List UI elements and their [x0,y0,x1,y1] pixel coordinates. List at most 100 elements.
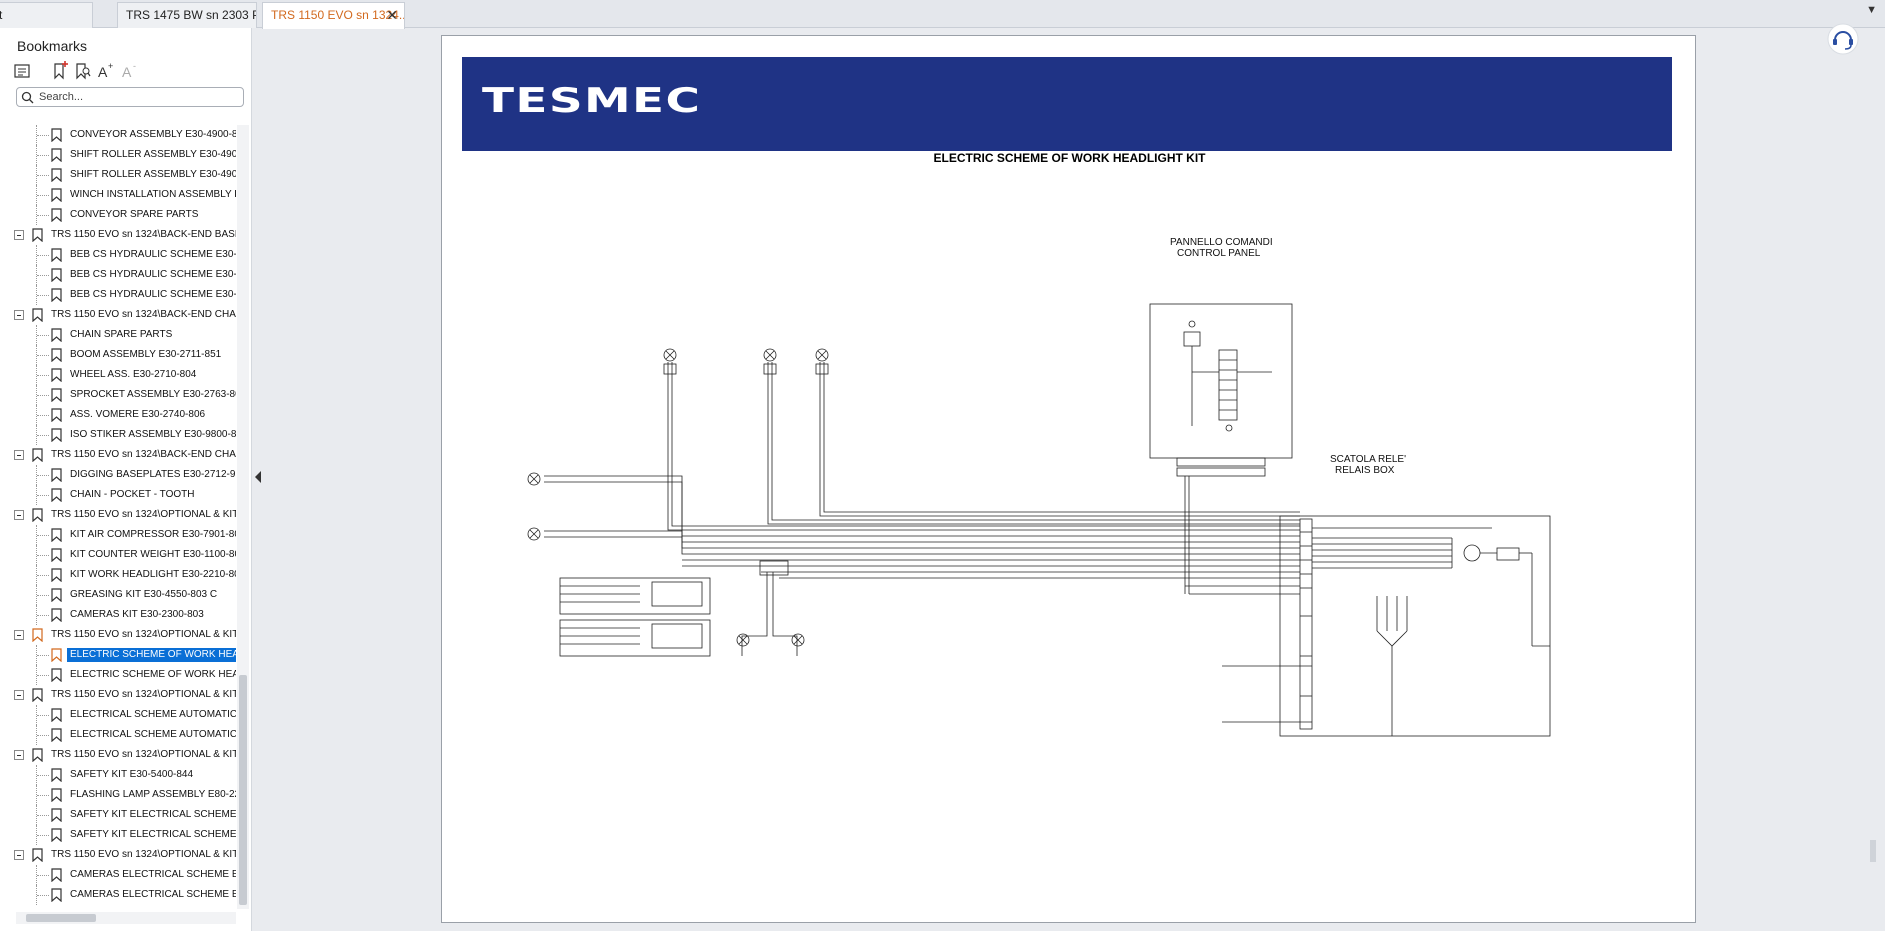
bookmark-icon [51,168,62,185]
lamp [663,348,677,375]
bookmark-item[interactable]: WINCH INSTALLATION ASSEMBLY E30-2 [0,185,236,205]
bookmark-item[interactable]: CONVEYOR SPARE PARTS [0,205,236,225]
tree-guide [36,765,37,785]
bookmark-label: WHEEL ASS. E30-2710-804 [70,369,197,380]
tab-trs-1475[interactable]: TRS 1475 BW sn 2303 Pa... [117,2,257,28]
increase-font-icon[interactable]: A+ [96,61,118,83]
scroll-thumb[interactable] [26,914,96,922]
bookmark-item[interactable]: CHAIN SPARE PARTS [0,325,236,345]
bookmark-group[interactable]: TRS 1150 EVO sn 1324\OPTIONAL & KITS\GRE [0,685,236,705]
bookmark-group[interactable]: TRS 1150 EVO sn 1324\OPTIONAL & KITS\SAF… [0,745,236,765]
bookmark-item[interactable]: DIGGING BASEPLATES E30-2712-939 [0,465,236,485]
bookmark-icon [51,428,62,445]
tab-trs-1150-active[interactable]: TRS 1150 EVO sn 1324... ✕ [262,2,405,29]
tree-horizontal-scrollbar[interactable] [16,912,236,924]
page-scroll-indicator[interactable] [1870,840,1876,862]
add-bookmark-icon[interactable] [50,61,72,83]
collapse-toggle-icon[interactable] [14,630,24,640]
bookmark-label: CONVEYOR SPARE PARTS [70,209,199,220]
bookmark-label: TRS 1150 EVO sn 1324\OPTIONAL & KITS\KIT… [51,629,236,640]
bookmark-label: FLASHING LAMP ASSEMBLY E80-2210-80 [70,789,236,800]
bookmark-label: SAFETY KIT ELECTRICAL SCHEME E30-220 [70,809,236,820]
chevron-down-icon[interactable]: ▼ [1866,4,1877,16]
bookmark-item[interactable]: CONVEYOR ASSEMBLY E30-4900-800 [0,125,236,145]
collapse-toggle-icon[interactable] [14,450,24,460]
bookmark-label: TRS 1150 EVO sn 1324\BACK-END BASIC CHA [51,229,236,240]
bookmark-item[interactable]: SAFETY KIT E30-5400-844 [0,765,236,785]
headset-assistant-icon[interactable] [1826,22,1860,56]
collapse-toggle-icon[interactable] [14,230,24,240]
find-bookmark-icon[interactable] [72,61,94,83]
bookmark-item[interactable]: ELECTRIC SCHEME OF WORK HEADLIGHT [0,645,236,665]
tree-guide [36,185,37,205]
collapse-toggle-icon[interactable] [14,510,24,520]
bookmark-item[interactable]: ELECTRIC SCHEME OF WORK HEADLIGHT [0,665,236,685]
bookmark-group[interactable]: TRS 1150 EVO sn 1324\OPTIONAL & KITS\CAN [0,845,236,865]
bookmark-search[interactable] [16,87,244,107]
close-tab-icon[interactable]: ✕ [386,7,398,23]
lamp [736,633,750,647]
collapse-toggle-icon[interactable] [14,690,24,700]
bookmark-item[interactable]: ASS. VOMERE E30-2740-806 [0,405,236,425]
collapse-panel-icon[interactable] [254,470,262,484]
collapse-toggle-icon[interactable] [14,750,24,760]
bookmark-item[interactable]: ELECTRICAL SCHEME AUTOMATIC GREAS [0,705,236,725]
bookmark-group[interactable]: TRS 1150 EVO sn 1324\BACK-END BASIC CHA [0,225,236,245]
bookmark-item[interactable]: SAFETY KIT ELECTRICAL SCHEME E30-220 [0,825,236,845]
bookmark-item[interactable]: ISO STIKER ASSEMBLY E30-9800-815 [0,425,236,445]
bookmark-icon [51,468,62,485]
bookmark-group[interactable]: TRS 1150 EVO sn 1324\BACK-END CHAINSAW [0,445,236,465]
bookmark-label: CAMERAS ELECTRICAL SCHEME E30-220 [70,889,236,900]
tab-label: TRS 1150 EVO sn 1324... [271,8,405,22]
bookmark-item[interactable]: KIT WORK HEADLIGHT E30-2210-804 [0,565,236,585]
tree-guide [36,705,37,725]
bookmark-item[interactable]: SAFETY KIT ELECTRICAL SCHEME E30-220 [0,805,236,825]
tree-guide [37,135,49,136]
bookmark-item[interactable]: GREASING KIT E30-4550-803 C [0,585,236,605]
bookmark-item[interactable]: BEB CS HYDRAULIC SCHEME E30-7000-8 [0,245,236,265]
collapse-toggle-icon[interactable] [14,850,24,860]
bookmark-group[interactable]: TRS 1150 EVO sn 1324\BACK-END CHAINSAW [0,305,236,325]
bookmark-item[interactable]: BEB CS HYDRAULIC SCHEME E30-7000-8 [0,265,236,285]
bookmark-item[interactable]: CHAIN - POCKET - TOOTH [0,485,236,505]
bookmark-icon [51,188,62,205]
bookmark-icon [32,448,43,465]
bookmark-group[interactable]: TRS 1150 EVO sn 1324\OPTIONAL & KITS\KIT… [0,625,236,645]
bookmark-item[interactable]: CAMERAS ELECTRICAL SCHEME E30-220 [0,885,236,905]
bookmark-item[interactable]: SPROCKET ASSEMBLY E30-2763-807 [0,385,236,405]
collapse-toggle-icon[interactable] [14,310,24,320]
bookmark-item[interactable]: BOOM ASSEMBLY E30-2711-851 [0,345,236,365]
tab-label: t [0,8,2,22]
bookmark-icon [51,548,62,565]
lamp [527,472,541,486]
bookmark-item[interactable]: KIT COUNTER WEIGHT E30-1100-800 [0,545,236,565]
relay-box-label-en: RELAIS BOX [1335,465,1395,476]
scroll-thumb[interactable] [239,675,247,905]
bookmark-icon [51,288,62,305]
bookmark-icon [51,148,62,165]
bookmark-item[interactable]: CAMERAS ELECTRICAL SCHEME E30-220 [0,865,236,885]
bookmark-item[interactable]: CAMERAS KIT E30-2300-803 [0,605,236,625]
tab-previous-document[interactable]: t [0,2,93,28]
svg-text:A: A [122,64,132,80]
bookmark-icon [51,388,62,405]
decrease-font-icon[interactable]: A- [120,61,142,83]
bookmark-item[interactable]: SHIFT ROLLER ASSEMBLY E30-4902-800 2 [0,165,236,185]
bookmark-item[interactable]: KIT AIR COMPRESSOR E30-7901-809 [0,525,236,545]
tree-guide [37,875,49,876]
bookmark-item[interactable]: ELECTRICAL SCHEME AUTOMATIC GREAS [0,725,236,745]
tab-strip: t TRS 1475 BW sn 2303 Pa... TRS 1150 EVO… [0,0,1885,29]
bookmark-list-icon[interactable] [12,61,34,83]
search-input[interactable] [39,89,239,105]
control-panel-box [1149,303,1293,459]
bookmark-item[interactable]: SHIFT ROLLER ASSEMBLY E30-4902-802 [0,145,236,165]
bookmark-item[interactable]: FLASHING LAMP ASSEMBLY E80-2210-80 [0,785,236,805]
bookmark-group[interactable]: TRS 1150 EVO sn 1324\OPTIONAL & KITS [0,505,236,525]
tree-guide [36,825,37,845]
tree-guide [37,415,49,416]
tree-vertical-scrollbar[interactable] [237,125,249,909]
bookmark-item[interactable]: BEB CS HYDRAULIC SCHEME E30-7000-8 [0,285,236,305]
bookmark-icon [32,688,43,705]
bookmark-item[interactable]: WHEEL ASS. E30-2710-804 [0,365,236,385]
